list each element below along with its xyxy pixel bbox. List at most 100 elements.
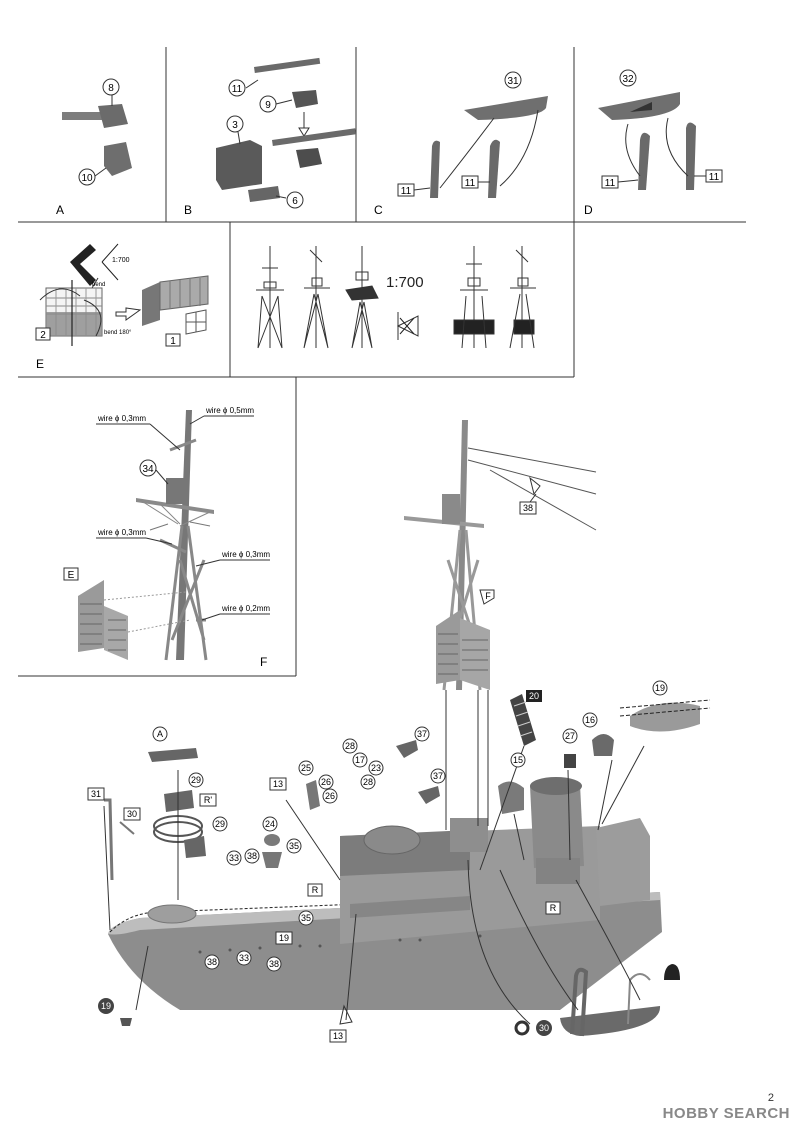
- wire-leaders: [96, 415, 270, 621]
- panel-f: wire ϕ 0,3mm wire ϕ 0,5mm wire ϕ 0,3mm w…: [63, 406, 270, 669]
- assembly-arrow: [115, 307, 142, 321]
- callout-circle: [228, 79, 246, 97]
- callout-box: [63, 567, 79, 581]
- leader-line: [275, 195, 287, 199]
- wire-label: wire ϕ 0,5mm: [205, 406, 254, 415]
- callout-number: 34: [142, 464, 154, 475]
- funnel-base: [536, 858, 580, 884]
- leader-line: [439, 117, 495, 189]
- panel-letter: D: [584, 203, 593, 217]
- aft-deckhouse: [596, 818, 650, 906]
- callout-number: 31: [91, 789, 101, 799]
- callout-box: [601, 175, 619, 189]
- callout-number: 1: [170, 336, 176, 347]
- mast-views-panel: 1:700: [256, 246, 536, 349]
- callout-number: 28: [363, 777, 373, 787]
- callout-number: 26: [321, 777, 331, 787]
- leader-line: [245, 79, 259, 89]
- wire-label: wire ϕ 0,2mm: [221, 604, 270, 613]
- callout-number: 3: [232, 120, 238, 131]
- gun-shield-part: [184, 836, 206, 858]
- callout-number: 11: [465, 178, 476, 189]
- callout-number: 38: [269, 959, 279, 969]
- davit-part: [430, 140, 440, 198]
- callout-number: 38: [207, 957, 217, 967]
- davit-part: [488, 139, 500, 198]
- leader-line: [94, 167, 107, 177]
- callout-number: 37: [417, 729, 427, 739]
- mast-assembly: [136, 410, 214, 661]
- page-number: 2: [767, 1092, 774, 1104]
- bend-180-label: bend 180°: [104, 330, 132, 336]
- bend-arrow: [91, 277, 99, 289]
- life-ring-part: [514, 1020, 530, 1036]
- gun-barrel-part: [253, 57, 321, 73]
- wire-label: wire ϕ 0,3mm: [221, 550, 270, 559]
- guide-lines: [445, 690, 489, 830]
- panel-d: 32 11 11 D: [584, 69, 723, 217]
- scale-label: 1:700: [112, 257, 130, 264]
- funnel-top: [530, 777, 582, 795]
- callout-number: R: [550, 903, 557, 913]
- anchor-part: [120, 1018, 132, 1026]
- boat-cabin: [630, 102, 652, 112]
- callout-number: A: [157, 729, 163, 739]
- boat-part: [598, 92, 680, 120]
- callout-number: 6: [292, 196, 298, 207]
- gun-house-part: [216, 140, 262, 190]
- callout-number: 16: [585, 715, 595, 725]
- callout-box: [461, 175, 479, 189]
- gun-shield-part: [104, 142, 132, 176]
- mast-view-3: [345, 246, 379, 349]
- callout-number: E: [68, 570, 75, 581]
- callout-number: 35: [289, 841, 299, 851]
- mast-view-5: [509, 246, 536, 349]
- callout-number: 11: [232, 84, 243, 95]
- callout-number: 8: [108, 83, 114, 94]
- bridge-wing: [363, 825, 421, 855]
- callout-box: [35, 327, 51, 341]
- gun-shield-part: [164, 790, 194, 812]
- boat-19-part: [630, 702, 700, 732]
- wire-label: wire ϕ 0,3mm: [97, 528, 146, 537]
- panel-b: 11 9 3 6 B: [184, 57, 357, 217]
- callout-number: 19: [655, 683, 665, 693]
- callout-number: 38: [523, 503, 533, 513]
- callout-number: 20: [529, 691, 539, 701]
- bend-profile-shape: [70, 244, 96, 286]
- small-part: [262, 852, 282, 868]
- arrow-head: [298, 127, 310, 137]
- panel-letter: E: [36, 357, 44, 371]
- leader-line: [499, 109, 539, 187]
- leader-line: [237, 131, 241, 145]
- main-mast: [404, 420, 597, 691]
- jack-staff-part: [104, 798, 114, 881]
- callout-number: 19: [101, 1001, 111, 1011]
- aa-gun-part: [396, 740, 418, 758]
- callout-number: R: [312, 885, 319, 895]
- bend-label: bend: [92, 282, 105, 288]
- leader-line: [617, 179, 639, 183]
- callout-box: [705, 169, 723, 183]
- lower-deckhouse: [350, 896, 470, 918]
- callout-number: 26: [325, 791, 335, 801]
- callout-circle: [139, 459, 157, 477]
- callout-number: 27: [565, 731, 575, 741]
- callout-number: 30: [539, 1023, 549, 1033]
- callout-number: 2: [40, 330, 46, 341]
- vent-part: [498, 781, 524, 814]
- callout-number: R': [204, 795, 212, 805]
- callout-number: 11: [605, 178, 616, 189]
- callout-number: 11: [709, 172, 720, 183]
- callout-number: 29: [191, 775, 201, 785]
- leader-line: [155, 469, 169, 485]
- panel-c: 31 11 11 C: [374, 71, 548, 217]
- boat-part: [464, 96, 548, 120]
- leader-line: [413, 187, 431, 191]
- callout-box: [397, 183, 415, 197]
- callout-circle: [504, 71, 522, 89]
- callout-number: 33: [229, 853, 239, 863]
- small-part: [564, 754, 576, 768]
- wire-label: wire ϕ 0,3mm: [97, 414, 146, 423]
